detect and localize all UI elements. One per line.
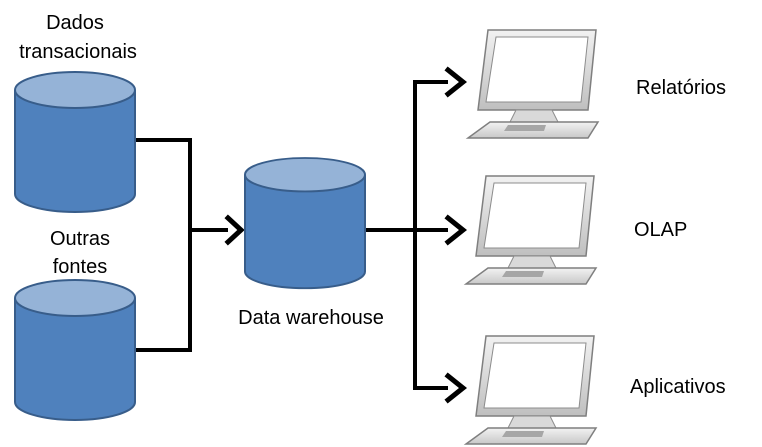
olap-computer-icon <box>465 175 597 285</box>
apps-label: Aplicativos <box>630 376 726 398</box>
transactional-label-line1: Dados <box>46 12 104 34</box>
transactional-label-line2: transacionais <box>19 41 137 63</box>
apps-arrowhead <box>444 372 468 404</box>
apps-computer-icon <box>465 335 597 445</box>
transactional-db-icon <box>14 71 136 213</box>
connector-lines <box>136 80 448 390</box>
to-apps-line <box>413 230 448 390</box>
data-warehouse-db-icon <box>244 157 366 290</box>
warehouse-label: Data warehouse <box>238 307 384 329</box>
other-sources-label-line1: Outras <box>50 228 110 250</box>
other-sources-label-line2: fontes <box>53 256 107 278</box>
olap-label: OLAP <box>634 219 687 241</box>
olap-arrowhead <box>444 214 468 246</box>
warehouse-arrowhead <box>224 214 245 246</box>
reports-computer-icon <box>467 29 599 139</box>
source-merge-line <box>136 138 192 352</box>
other-sources-db-icon <box>14 279 136 421</box>
to-reports-line <box>413 80 448 230</box>
reports-label: Relatórios <box>636 77 726 99</box>
reports-arrowhead <box>444 66 468 98</box>
